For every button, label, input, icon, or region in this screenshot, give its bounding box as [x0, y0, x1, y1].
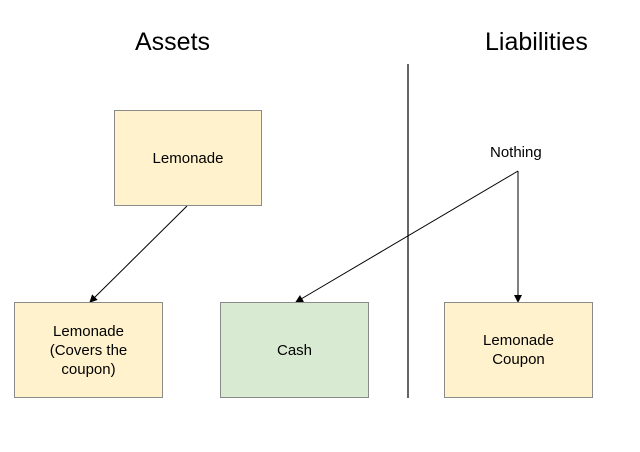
lemonade-coupon-box: Lemonade Coupon: [444, 302, 593, 398]
lemonade-top-label: Lemonade: [152, 149, 224, 167]
nothing-label: Nothing: [490, 144, 542, 161]
cash-label: Cash: [276, 341, 313, 359]
cash-box: Cash: [220, 302, 369, 398]
lemonade-coupon-label: Lemonade Coupon: [483, 332, 554, 368]
arrow-nothing-to-cash: [295, 170, 519, 303]
lemonade-covers-box: Lemonade (Covers the coupon): [14, 302, 163, 398]
assets-heading: Assets: [135, 28, 211, 56]
liabilities-heading: Liabilities: [485, 28, 588, 56]
lemonade-covers-label: Lemonade (Covers the coupon): [49, 322, 128, 378]
lemonade-top-box: Lemonade: [114, 110, 262, 206]
arrow-lemonade-to-lemonade-covers: [89, 205, 188, 303]
